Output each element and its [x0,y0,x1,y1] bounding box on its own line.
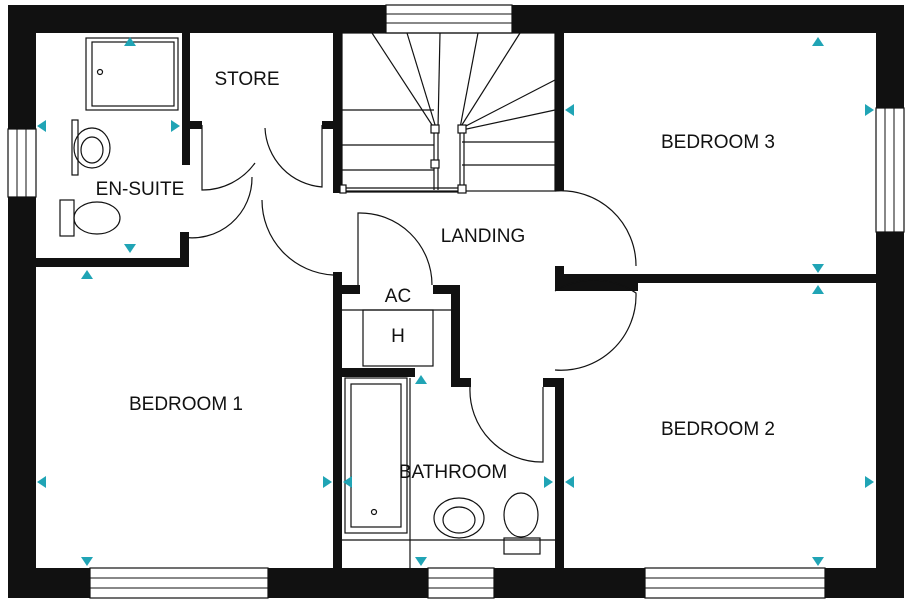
dimension-markers [37,37,874,566]
interior-walls [36,33,876,570]
landing-label: LANDING [441,226,525,247]
airing-cupboard [342,309,451,367]
window-top [385,4,513,34]
window-left [7,128,37,198]
shower-tray [85,37,179,111]
ensuite-toilet [59,199,121,237]
window-right [875,107,905,233]
window-bottom-left [89,567,269,599]
doors [181,125,637,463]
ac-label: AC [385,286,411,307]
staircase [339,32,556,194]
heater-label: H [391,326,405,347]
en-suite-label: EN-SUITE [96,179,185,200]
store-label: STORE [214,69,279,90]
window-bottom-middle [427,567,495,599]
bathtub [344,377,411,568]
bathroom-toilet [503,492,541,555]
bathroom-basin [342,497,555,541]
bedroom-2-label: BEDROOM 2 [661,419,775,440]
bedroom-3-label: BEDROOM 3 [661,132,775,153]
ensuite-basin [71,119,111,176]
bathroom-label: BATHROOM [399,462,507,483]
window-bottom-right [644,567,826,599]
bedroom-1-label: BEDROOM 1 [129,394,243,415]
